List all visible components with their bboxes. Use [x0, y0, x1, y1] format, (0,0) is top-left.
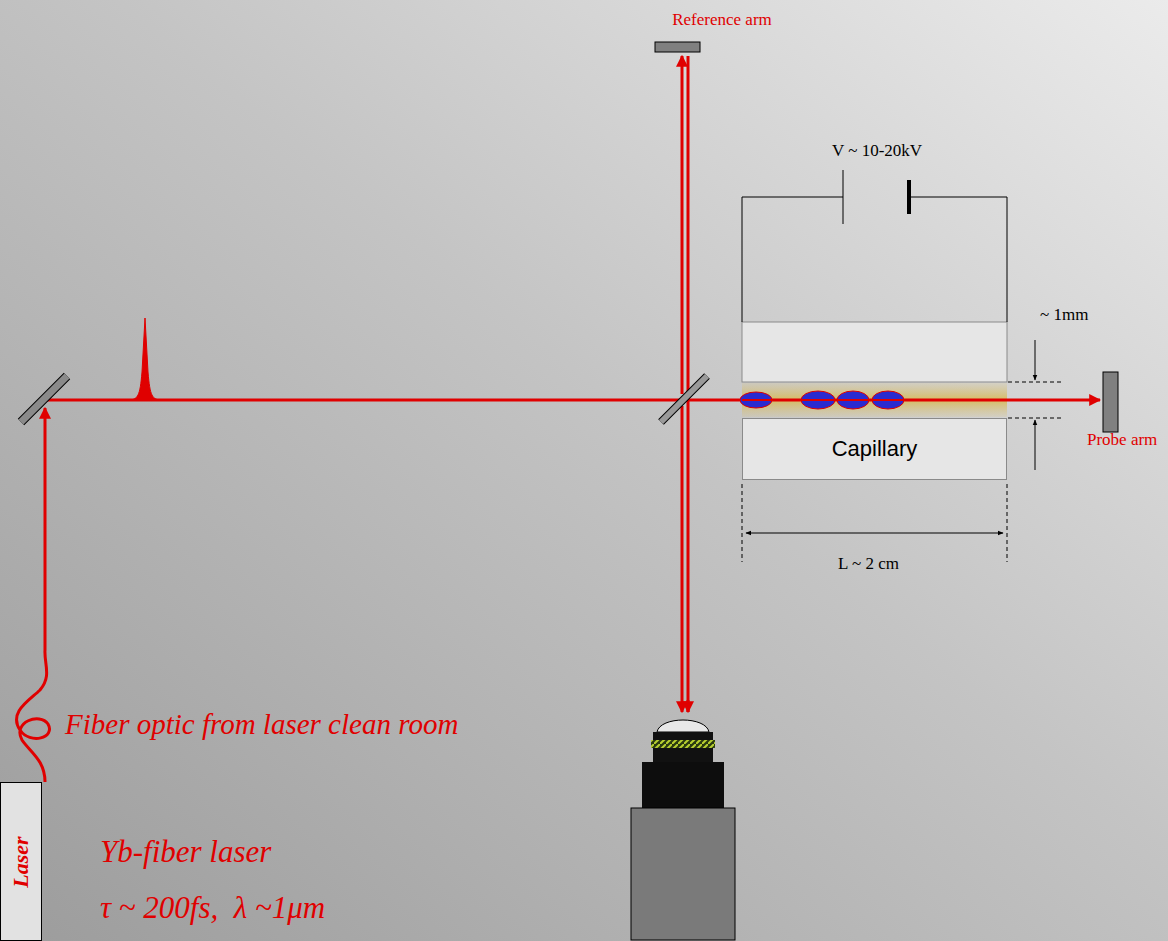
dimension-label: ~ 1mm: [1040, 305, 1088, 325]
battery-plate: [843, 170, 844, 224]
beam-splitter: [661, 376, 707, 422]
turning-mirror: [21, 376, 67, 422]
node-text: Laser: [8, 836, 34, 887]
battery-plate: [907, 180, 911, 214]
laser-pulse: [128, 318, 162, 400]
camera: [631, 720, 735, 940]
gap-dimension: [1008, 340, 1062, 470]
probe-beam: [45, 399, 1100, 402]
capillary-box: Capillary: [742, 418, 1007, 480]
beam-splitter: [661, 376, 707, 422]
voltage-label: V ~ 10-20kV: [832, 141, 922, 161]
wire: [742, 197, 843, 322]
node-text: Capillary: [832, 436, 918, 462]
output-beam: [687, 700, 690, 712]
arm-label: Probe arm: [1087, 430, 1157, 450]
reference-beam: [687, 56, 690, 712]
reference-beam: [681, 56, 684, 394]
laser-box: Laser: [0, 782, 42, 941]
voltage-circuit: [742, 170, 1007, 322]
laser-name: Yb-fiber laser: [100, 834, 271, 870]
probe-beam: [742, 399, 1007, 401]
probe-mirror: [1103, 372, 1118, 432]
laser-spec: τ ~ 200fs, λ ~1μm: [100, 890, 325, 926]
turning-mirror: [21, 376, 67, 422]
arm-label: Reference arm: [672, 10, 772, 30]
capillary-wall: [742, 322, 1007, 382]
fiber-label: Fiber optic from laser clean room: [65, 708, 458, 741]
dimension-label: L ~ 2 cm: [838, 554, 899, 574]
length-dimension: [742, 484, 1007, 562]
output-beam: [681, 406, 684, 712]
reference-mirror: [655, 42, 700, 52]
wire: [911, 197, 1007, 322]
plasma-channel: [742, 383, 1007, 417]
optical-fiber: [17, 408, 50, 782]
